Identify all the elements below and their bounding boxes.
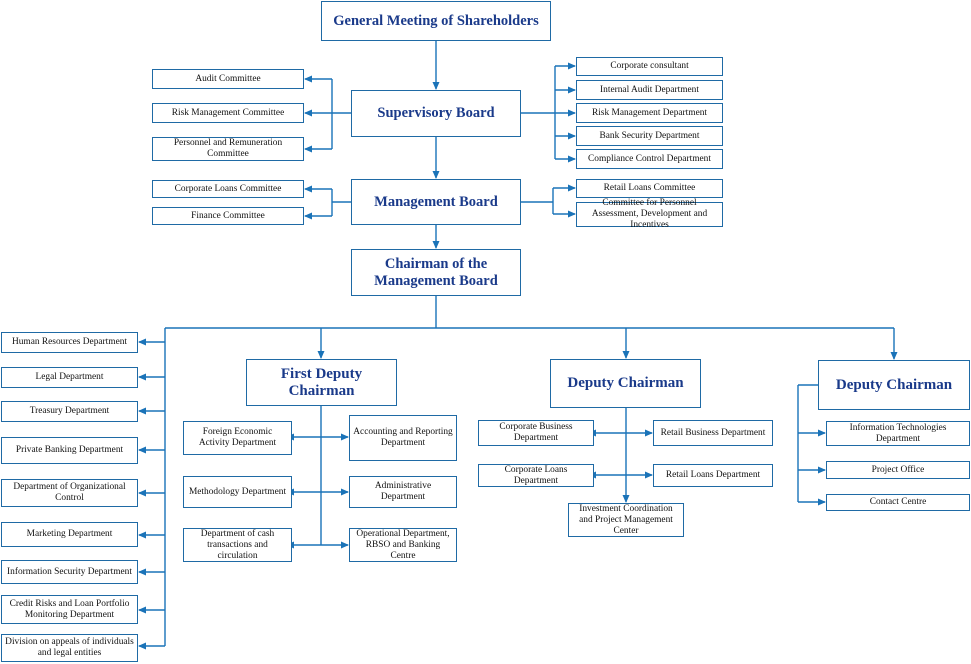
supervisory-board-box: Supervisory Board	[351, 90, 521, 137]
cash-transactions-department-box: Department of cash transactions and circ…	[183, 528, 292, 562]
retail-loans-committee-box: Retail Loans Committee	[576, 179, 723, 198]
personnel-assessment-committee-box: Committee for Personnel Assessment, Deve…	[576, 198, 723, 230]
accounting-reporting-department-box: Accounting and Reporting Department	[349, 415, 457, 461]
internal-audit-department-box: Internal Audit Department	[576, 80, 723, 100]
finance-committee-box: Finance Committee	[152, 207, 304, 225]
administrative-department-box: Administrative Department	[349, 476, 457, 508]
investment-coordination-center-box: Investment Coordination and Project Mana…	[568, 503, 684, 537]
credit-risks-department-box: Credit Risks and Loan Portfolio Monitori…	[1, 595, 138, 624]
foreign-economic-activity-department-box: Foreign Economic Activity Department	[183, 421, 292, 455]
first-deputy-chairman-box: First Deputy Chairman	[246, 359, 397, 406]
corporate-loans-department-box: Corporate Loans Department	[478, 464, 594, 487]
legal-department-box: Legal Department	[1, 367, 138, 388]
organizational-control-department-box: Department of Organizational Control	[1, 479, 138, 507]
bank-security-department-box: Bank Security Department	[576, 126, 723, 146]
deputy-chairman-1-box: Deputy Chairman	[550, 359, 701, 408]
private-banking-department-box: Private Banking Department	[1, 437, 138, 464]
treasury-department-box: Treasury Department	[1, 401, 138, 422]
information-technologies-department-box: Information Technologies Department	[826, 421, 970, 446]
appeals-division-box: Division on appeals of individuals and l…	[1, 634, 138, 662]
corporate-consultant-box: Corporate consultant	[576, 57, 723, 76]
corporate-business-department-box: Corporate Business Department	[478, 420, 594, 446]
management-board-box: Management Board	[351, 179, 521, 225]
marketing-department-box: Marketing Department	[1, 522, 138, 547]
retail-loans-department-box: Retail Loans Department	[653, 464, 773, 487]
human-resources-department-box: Human Resources Department	[1, 332, 138, 353]
risk-management-committee-box: Risk Management Committee	[152, 103, 304, 123]
compliance-control-department-box: Compliance Control Department	[576, 149, 723, 169]
chairman-box: Chairman of the Management Board	[351, 249, 521, 296]
information-security-department-box: Information Security Department	[1, 560, 138, 584]
project-office-box: Project Office	[826, 461, 970, 479]
methodology-department-box: Methodology Department	[183, 476, 292, 508]
general-meeting-box: General Meeting of Shareholders	[321, 1, 551, 41]
risk-management-department-box: Risk Management Department	[576, 103, 723, 123]
personnel-remuneration-committee-box: Personnel and Remuneration Committee	[152, 137, 304, 161]
operational-department-box: Operational Department, RBSO and Banking…	[349, 528, 457, 562]
retail-business-department-box: Retail Business Department	[653, 420, 773, 446]
deputy-chairman-2-box: Deputy Chairman	[818, 360, 970, 410]
contact-centre-box: Contact Centre	[826, 494, 970, 511]
audit-committee-box: Audit Committee	[152, 69, 304, 89]
corporate-loans-committee-box: Corporate Loans Committee	[152, 180, 304, 198]
